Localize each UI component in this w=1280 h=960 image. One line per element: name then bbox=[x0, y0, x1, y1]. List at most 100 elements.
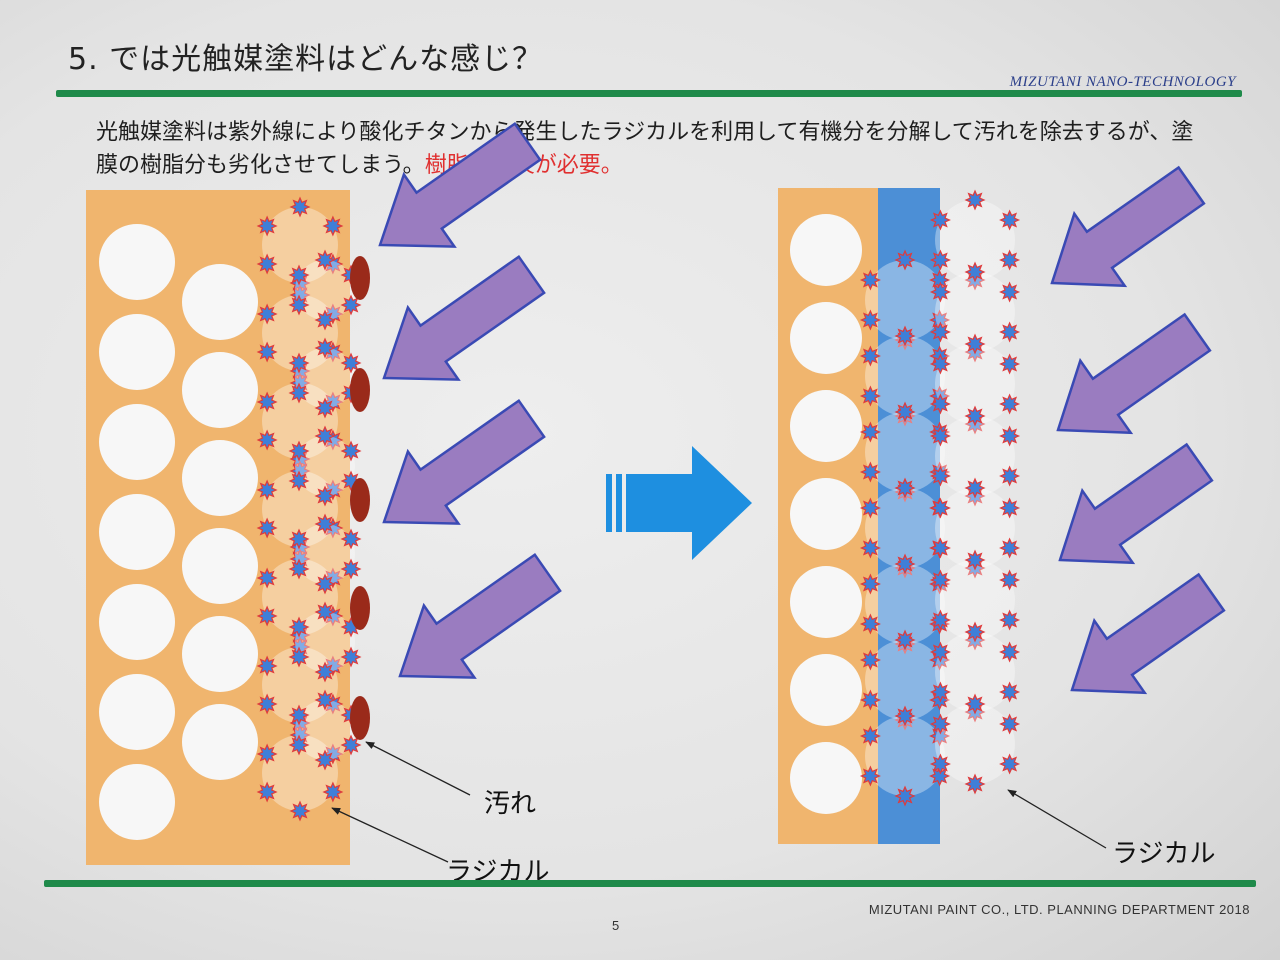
radical-star bbox=[931, 467, 949, 485]
dirt-label: 汚れ bbox=[484, 789, 536, 819]
radical-star bbox=[342, 530, 360, 548]
radical-star bbox=[931, 755, 949, 773]
radical-star bbox=[290, 530, 308, 548]
radical-star bbox=[931, 499, 949, 517]
right-radical-label: ラジカル bbox=[1112, 839, 1215, 869]
uv-arrow bbox=[400, 555, 560, 678]
radical-star bbox=[861, 767, 879, 785]
radical-star bbox=[316, 251, 334, 269]
radical-star bbox=[1001, 499, 1019, 517]
radical-star bbox=[931, 643, 949, 661]
radical-star bbox=[291, 802, 309, 820]
radical-star bbox=[1001, 715, 1019, 733]
dirt-spot bbox=[350, 478, 370, 522]
titania-particle bbox=[182, 264, 258, 340]
radical-star bbox=[342, 442, 360, 460]
radical-star bbox=[258, 343, 276, 361]
radical-star bbox=[258, 695, 276, 713]
radical-star bbox=[896, 251, 914, 269]
radical-star bbox=[258, 657, 276, 675]
dirt-pointer-line bbox=[366, 742, 470, 795]
radical-star bbox=[290, 442, 308, 460]
radical-star bbox=[290, 384, 308, 402]
titania-particle bbox=[99, 224, 175, 300]
radical-star bbox=[1001, 755, 1019, 773]
radical-star bbox=[258, 519, 276, 537]
titania-particle bbox=[99, 584, 175, 660]
titania-particle bbox=[790, 390, 862, 462]
left-panel: 汚れ ラジカル bbox=[86, 124, 560, 887]
titania-particle bbox=[99, 404, 175, 480]
titania-particle bbox=[790, 742, 862, 814]
radical-star bbox=[861, 651, 879, 669]
radical-ring bbox=[935, 704, 1015, 784]
radical-star bbox=[316, 487, 334, 505]
radical-star bbox=[861, 387, 879, 405]
radical-star bbox=[290, 472, 308, 490]
radical-star bbox=[931, 323, 949, 341]
radical-star bbox=[861, 271, 879, 289]
radical-star bbox=[896, 555, 914, 573]
radical-star bbox=[861, 499, 879, 517]
titania-particle bbox=[790, 478, 862, 550]
radical-star bbox=[290, 354, 308, 372]
transition-arrow bbox=[606, 446, 752, 560]
radical-star bbox=[931, 571, 949, 589]
titania-particle bbox=[182, 440, 258, 516]
radical-star bbox=[291, 198, 309, 216]
radical-star bbox=[1001, 539, 1019, 557]
radical-star bbox=[931, 715, 949, 733]
radical-star bbox=[316, 663, 334, 681]
radical-ring bbox=[865, 716, 945, 796]
radical-star bbox=[258, 745, 276, 763]
radical-star bbox=[258, 431, 276, 449]
radical-star bbox=[316, 515, 334, 533]
uv-arrow bbox=[1060, 445, 1212, 563]
titania-particle bbox=[99, 764, 175, 840]
radical-star bbox=[342, 560, 360, 578]
uv-arrow bbox=[384, 401, 544, 524]
radical-star bbox=[966, 263, 984, 281]
radical-star bbox=[896, 479, 914, 497]
right-uv-arrows bbox=[1052, 168, 1224, 693]
radical-star bbox=[316, 399, 334, 417]
radical-star bbox=[1001, 427, 1019, 445]
radical-star bbox=[931, 683, 949, 701]
dirt-spot bbox=[350, 256, 370, 300]
right-panel: ラジカル bbox=[778, 168, 1224, 870]
radical-star bbox=[966, 775, 984, 793]
radical-star bbox=[861, 347, 879, 365]
radical-star bbox=[966, 191, 984, 209]
radical-star bbox=[861, 691, 879, 709]
dirt-spot bbox=[350, 586, 370, 630]
radical-star bbox=[861, 423, 879, 441]
titania-particle bbox=[790, 566, 862, 638]
radical-star bbox=[861, 539, 879, 557]
radical-star bbox=[1001, 323, 1019, 341]
radical-star bbox=[1001, 683, 1019, 701]
right-radical-pointer-line bbox=[1008, 790, 1106, 848]
radical-star bbox=[290, 648, 308, 666]
radical-star bbox=[290, 560, 308, 578]
radical-star bbox=[931, 251, 949, 269]
titania-particle bbox=[99, 674, 175, 750]
radical-star bbox=[258, 393, 276, 411]
radical-star bbox=[896, 327, 914, 345]
radical-star bbox=[931, 395, 949, 413]
radical-star bbox=[1001, 395, 1019, 413]
radical-star bbox=[966, 479, 984, 497]
uv-arrow bbox=[380, 124, 540, 247]
radical-star bbox=[316, 427, 334, 445]
footer-department: MIZUTANI PAINT CO., LTD. PLANNING DEPART… bbox=[869, 902, 1250, 917]
radical-star bbox=[1001, 283, 1019, 301]
uv-arrow bbox=[384, 257, 544, 380]
radical-star bbox=[316, 603, 334, 621]
uv-arrow bbox=[1052, 168, 1204, 286]
radical-star bbox=[316, 339, 334, 357]
radical-star bbox=[1001, 211, 1019, 229]
dirt-spot bbox=[350, 696, 370, 740]
radical-star bbox=[258, 305, 276, 323]
radical-star bbox=[896, 403, 914, 421]
radical-star bbox=[931, 539, 949, 557]
titania-particle bbox=[790, 654, 862, 726]
